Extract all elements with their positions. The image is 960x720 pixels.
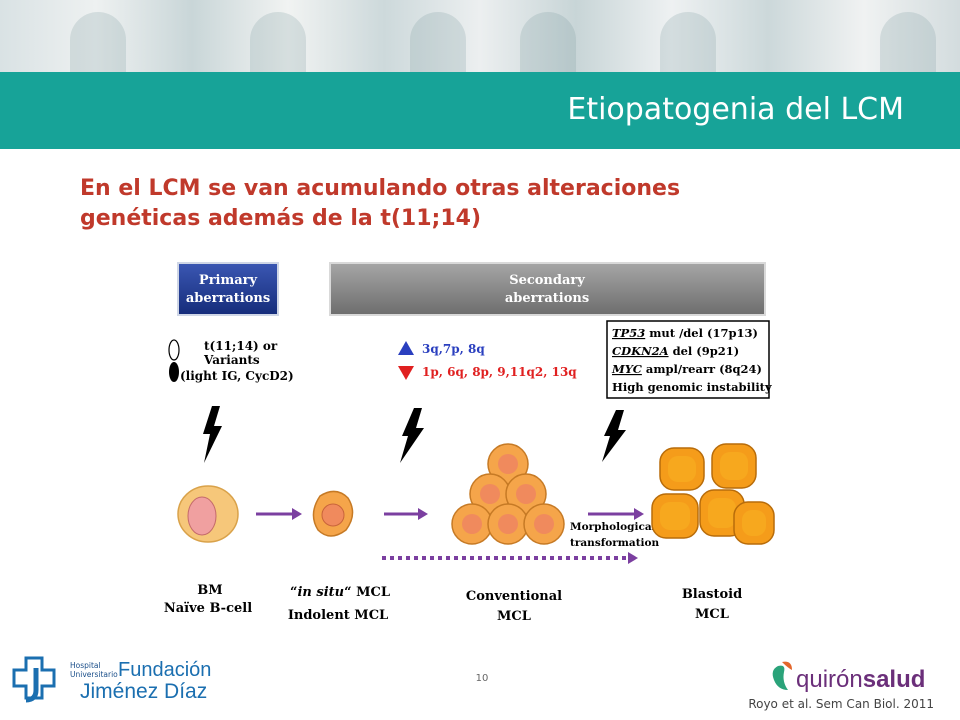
lightning-bolt-icon	[400, 408, 424, 463]
citation: Royo et al. Sem Can Biol. 2011	[748, 697, 934, 711]
jd-mark-icon	[25, 668, 39, 703]
logo-small-text: Hospital	[70, 661, 101, 670]
stage-label-conventional: MCL	[497, 609, 531, 624]
blastoid-aberration-line: CDKN2A del (9p21)	[612, 344, 739, 358]
naive-b-cell-nucleus	[187, 496, 217, 536]
figure-canvas: Primary aberrations Secondary aberration…	[164, 262, 775, 624]
fundacion-jimenez-diaz-logo: Hospital Universitario Fundación Jiménez…	[8, 654, 240, 714]
losses-text: 1p, 6q, 8p, 9,11q2, 13q	[422, 365, 577, 379]
gain-triangle-icon	[398, 341, 414, 355]
primary-aberration-text: Variants	[203, 353, 260, 367]
lightning-bolt-icon	[602, 410, 626, 462]
leaf-icon-orange	[782, 661, 792, 670]
title-band	[0, 72, 960, 149]
lightning-bolt-icon	[203, 406, 222, 463]
stage-label-in-situ: “in situ“ MCL	[290, 585, 390, 600]
morphological-transformation-label: Morphological	[570, 521, 656, 533]
logo-small-text: Universitario	[70, 670, 118, 679]
blastoid-mcl-cluster	[651, 443, 775, 545]
subtitle-line-1: En el LCM se van acumulando otras altera…	[80, 176, 681, 201]
chromosome-icon	[169, 362, 179, 382]
stage-label-in-situ: Indolent MCL	[288, 608, 388, 623]
header-photo-banner	[0, 0, 960, 72]
banner-person-silhouette	[660, 12, 716, 72]
secondary-aberrations-box	[329, 262, 766, 316]
stage-label-bm: Naïve B-cell	[164, 601, 252, 616]
blastoid-aberration-line: TP53 mut /del (17p13)	[612, 326, 758, 340]
secondary-box-label: aberrations	[505, 291, 589, 306]
quironsalud-logo: quirónsalud	[770, 660, 940, 696]
banner-person-silhouette	[70, 12, 126, 72]
primary-aberration-text: (light IG, CycD2)	[180, 369, 294, 383]
cross-icon	[12, 656, 56, 700]
stage-label-blastoid: Blastoid	[682, 587, 742, 602]
conventional-mcl-cluster	[451, 443, 565, 545]
blastoid-aberration-line: MYC ampl/rearr (8q24)	[611, 362, 762, 376]
primary-box-label: Primary	[199, 273, 258, 288]
subtitle-line-2: genéticas además de la t(11;14)	[80, 206, 482, 231]
progression-arrow-head	[292, 508, 302, 520]
in-situ-mcl-nucleus	[321, 503, 345, 527]
stage-label-blastoid: MCL	[695, 607, 729, 622]
gains-text: 3q,7p, 8q	[422, 342, 485, 356]
transformation-dotted-arrow-head	[628, 552, 638, 564]
page-number: 10	[475, 673, 489, 684]
banner-person-silhouette	[250, 12, 306, 72]
progression-arrow-head	[634, 508, 644, 520]
stage-label-conventional: Conventional	[466, 589, 562, 604]
logo-name-line: Fundación	[118, 659, 211, 681]
banner-person-silhouette	[410, 12, 466, 72]
primary-aberrations-box	[177, 262, 279, 316]
stage-label-bm: BM	[197, 583, 222, 598]
progression-arrow-head	[418, 508, 428, 520]
blastoid-aberration-line: High genomic instability	[612, 380, 772, 394]
loss-triangle-icon	[398, 366, 414, 380]
chromosome-icon	[168, 339, 180, 361]
mcl-pathogenesis-figure: Primary aberrations Secondary aberration…	[160, 258, 780, 628]
secondary-box-label: Secondary	[509, 273, 585, 288]
quironsalud-wordmark: quirónsalud	[796, 666, 925, 693]
slide-title: Etiopatogenia del LCM	[567, 92, 904, 127]
primary-box-label: aberrations	[186, 291, 270, 306]
fjd-logo-graphic: Hospital Universitario Fundación Jiménez…	[12, 656, 211, 703]
leaf-icon-green	[772, 665, 788, 690]
morphological-transformation-label: transformation	[570, 537, 660, 549]
slide-subtitle: En el LCM se van acumulando otras altera…	[80, 174, 800, 234]
logo-name-line: Jiménez Díaz	[80, 680, 207, 703]
banner-person-silhouette	[520, 12, 576, 72]
quironsalud-logo-graphic: quirónsalud	[772, 661, 925, 693]
banner-person-silhouette	[880, 12, 936, 72]
primary-aberration-text: t(11;14) or	[204, 339, 278, 353]
blastoid-aberrations-box	[606, 320, 770, 399]
